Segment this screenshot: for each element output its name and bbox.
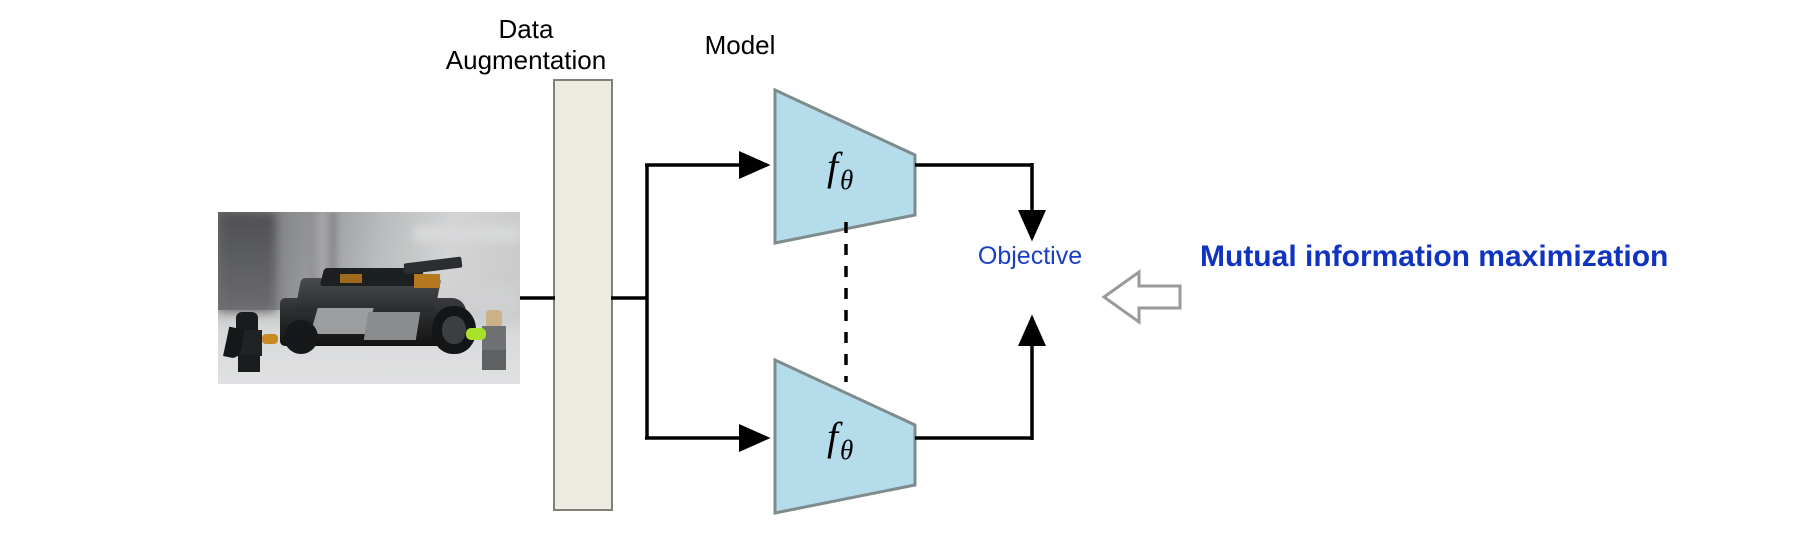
input-image-thumbnail [218, 212, 520, 384]
encoder-bottom-shape [773, 357, 917, 515]
photo-minifig-villain-weapon [466, 328, 486, 340]
photo-wheel-front [284, 320, 318, 354]
callout-label: Mutual information maximization [1200, 240, 1669, 273]
photo-blur-shelf [414, 226, 520, 242]
photo-minifig-batman-hand [262, 334, 278, 344]
objective-label: Objective [977, 242, 1083, 270]
photo-minifig-villain-head [486, 310, 502, 328]
photo-vehicle-detail-amber [340, 274, 362, 283]
model-label: Model [704, 30, 776, 60]
photo-blur-column [218, 212, 276, 312]
encoder-top-theta-label: θ [840, 165, 853, 195]
photo-minifig-villain-torso [482, 326, 506, 352]
photo-vehicle-engine-glow [414, 274, 440, 288]
encoder-top-shape [773, 87, 917, 245]
data-augmentation-label: Data Augmentation [445, 14, 607, 75]
encoder-bottom-theta-label: θ [840, 435, 853, 465]
photo-minifig-villain-legs [482, 350, 506, 370]
photo-wheel-rear-hub [442, 316, 466, 344]
callout-block-arrow-icon [1101, 269, 1182, 325]
photo-minifig-batman-legs [238, 354, 260, 372]
data-augmentation-box [553, 79, 613, 511]
